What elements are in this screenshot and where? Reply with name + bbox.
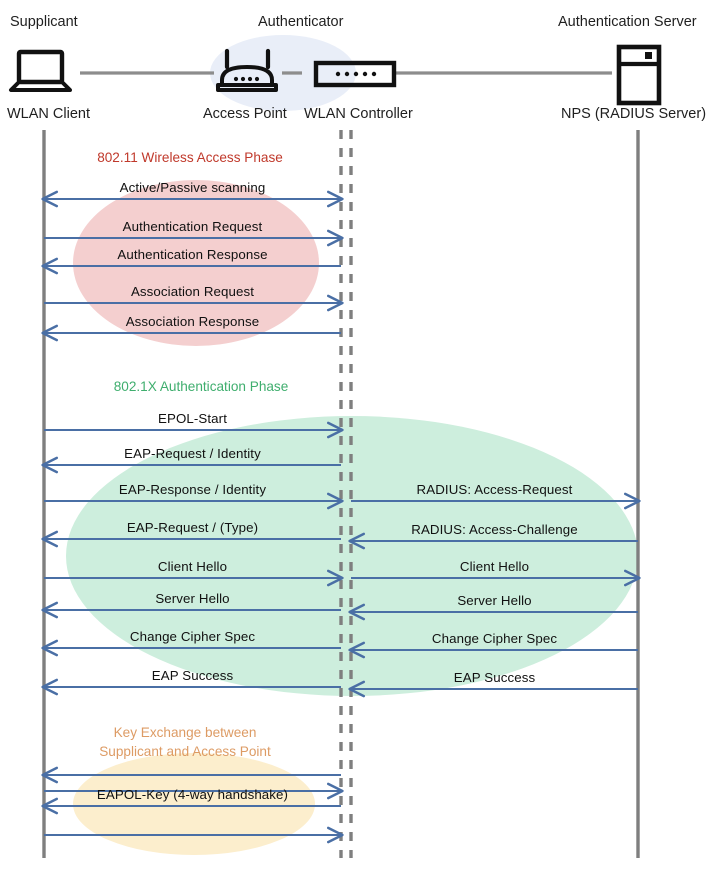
message-label: EAP-Response / Identity (118, 482, 267, 497)
message-label: RADIUS: Access-Request (416, 482, 573, 497)
message-label: Client Hello (459, 559, 530, 574)
message-label: EAP Success (151, 668, 234, 683)
phase-ellipses (66, 180, 638, 855)
role-title-supplicant: Supplicant (10, 14, 78, 30)
message-label: Authentication Response (117, 247, 268, 262)
node-label-wlan-controller: WLAN Controller (304, 106, 413, 122)
message-label: EAP Success (453, 670, 536, 685)
phase-label-dot1x-authentication: 802.1X Authentication Phase (113, 379, 289, 394)
node-label-wlan-client: WLAN Client (7, 106, 90, 122)
server-icon (616, 44, 662, 106)
message-label: Association Response (125, 314, 260, 329)
node-label-access-point: Access Point (203, 106, 287, 122)
message-label: EPOL-Start (158, 411, 227, 426)
phase-ellipse-wireless-access (73, 180, 319, 346)
message-label: Change Cipher Spec (431, 631, 558, 646)
message-label: EAP-Request / Identity (124, 446, 261, 461)
phase-label-line-1: Key Exchange between (113, 725, 257, 740)
message-arrows (41, 190, 641, 844)
phase-ellipse-dot1x-authentication (66, 416, 638, 696)
role-title-auth-server: Authentication Server (558, 14, 697, 30)
access-point-icon (216, 48, 278, 92)
laptop-icon (9, 49, 72, 92)
node-label-nps: NPS (RADIUS Server) (561, 106, 707, 122)
phase-ellipse-key-exchange (73, 753, 315, 855)
message-label: Server Hello (155, 591, 230, 606)
message-label: EAPOL-Key (4-way handshake) (96, 787, 289, 802)
phase-label-wireless-access: 802.11 Wireless Access Phase (97, 150, 283, 165)
wlan-controller-icon (313, 60, 397, 88)
phase-label-line-2: Supplicant and Access Point (99, 744, 271, 759)
message-label: Active/Passive scanning (119, 180, 266, 195)
message-label: Change Cipher Spec (129, 629, 256, 644)
role-title-authenticator: Authenticator (258, 14, 344, 30)
message-label: EAP-Request / (Type) (126, 520, 259, 535)
message-label: Client Hello (157, 559, 228, 574)
message-label: Server Hello (457, 593, 532, 608)
message-label: RADIUS: Access-Challenge (411, 522, 578, 537)
message-label: Authentication Request (122, 219, 263, 234)
message-label: Association Request (130, 284, 255, 299)
